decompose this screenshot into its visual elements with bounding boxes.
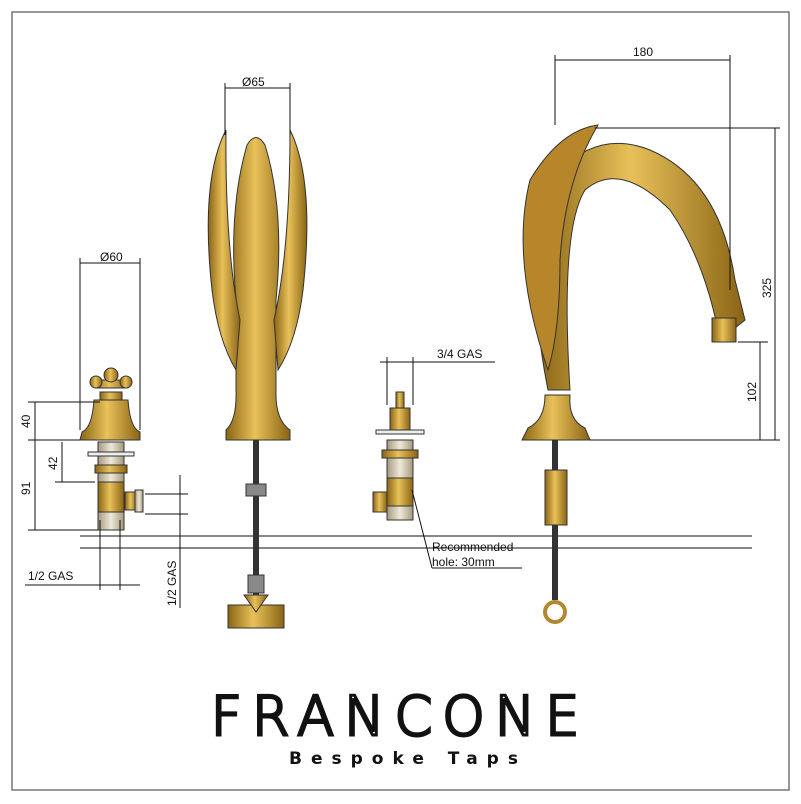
dim-spout-height: 325 xyxy=(760,278,774,298)
drawing-frame xyxy=(11,11,790,791)
dim-spout-clearance: 102 xyxy=(745,382,759,402)
counter-lines xyxy=(80,535,752,549)
center-spout-front xyxy=(207,129,308,629)
spout-dimension-lines xyxy=(554,55,780,441)
right-handle-valve xyxy=(372,391,425,521)
dim-thread-length: 42 xyxy=(46,456,60,470)
note-recommended: Recommended xyxy=(432,540,513,554)
brand-tagline: Bespoke Taps xyxy=(289,749,527,769)
dim-handle-diameter: Ø60 xyxy=(100,250,123,264)
dim-handle-height: 40 xyxy=(19,414,33,428)
note-hole-size: hole: 30mm xyxy=(432,555,495,569)
center-dimension-lines xyxy=(224,83,291,135)
brand-logo: FRANCONE xyxy=(211,685,589,748)
left-dimension-lines xyxy=(25,258,188,608)
dim-valve-thread: 3/4 GAS xyxy=(437,347,482,361)
left-handle-valve xyxy=(79,367,144,531)
right-valve-dimension-lines xyxy=(380,357,522,569)
dim-spout-diameter: Ø65 xyxy=(242,75,265,89)
dim-valve-length: 91 xyxy=(19,481,33,495)
dim-inlet-thread-v: 1/2 GAS xyxy=(165,561,179,606)
dim-inlet-thread-h: 1/2 GAS xyxy=(28,569,73,583)
spout-side-view xyxy=(521,124,746,624)
dim-spout-reach: 180 xyxy=(633,45,653,59)
